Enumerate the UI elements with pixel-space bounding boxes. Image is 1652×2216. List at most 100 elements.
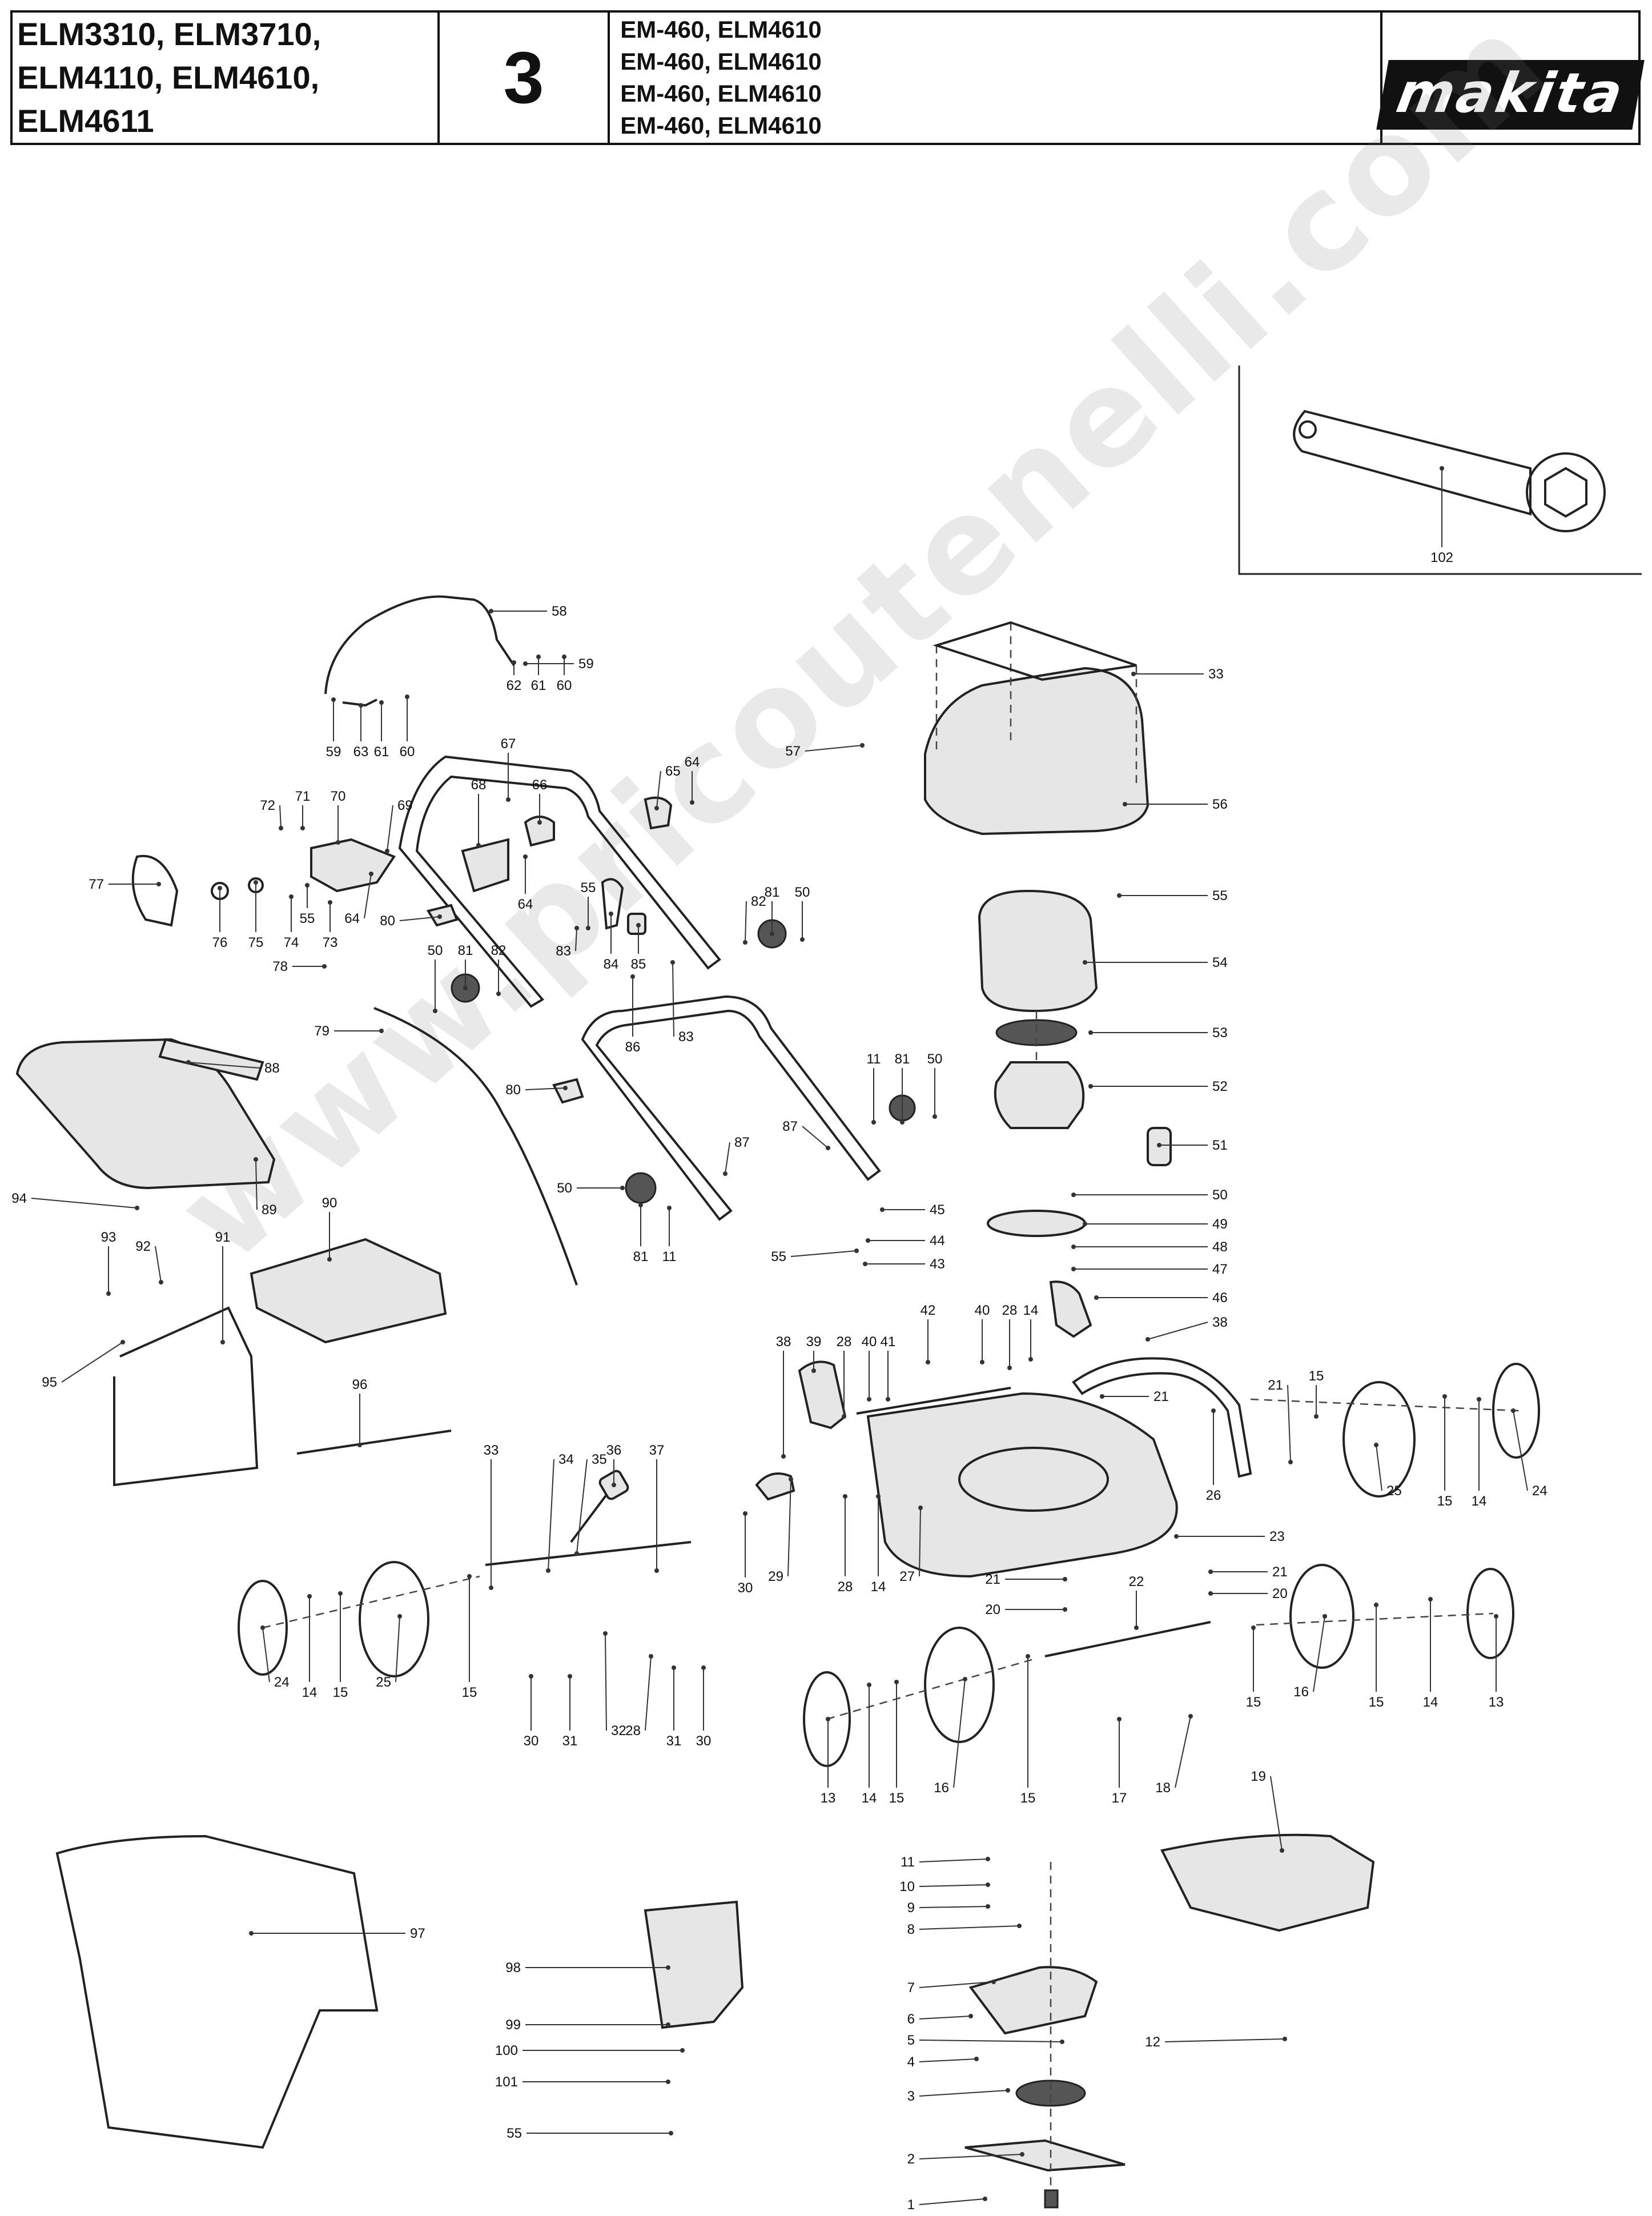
leader-line: [1147, 1322, 1208, 1340]
part-number-label: 69: [397, 798, 413, 813]
leader-dot: [529, 1674, 533, 1679]
leader-dot: [254, 1157, 258, 1162]
leader-dot: [680, 2048, 685, 2053]
variant-line-4: EM-460, ELM4610: [620, 112, 822, 139]
leader-dot: [1511, 1408, 1516, 1413]
leader-dot: [974, 2057, 979, 2061]
leader-dot: [886, 1397, 890, 1402]
part-number-label: 59: [326, 744, 341, 760]
part-number-label: 3: [907, 2089, 915, 2104]
leader-dot: [437, 914, 442, 919]
part-number-label: 27: [899, 1569, 915, 1584]
part-number-label: 8: [907, 1922, 915, 1937]
catcher-frame-91: [113, 1306, 259, 1487]
leader-dot: [770, 932, 774, 936]
leader-dot: [1288, 1460, 1293, 1464]
clamp-80-lower: [552, 1078, 584, 1104]
registered-mark: ®: [1610, 58, 1620, 73]
leader-dot: [843, 1494, 847, 1499]
leader-dot: [586, 926, 590, 930]
part-number-label: 17: [1112, 1791, 1127, 1806]
height-plate-46: [1049, 1280, 1092, 1338]
leader-dot: [1134, 1625, 1139, 1630]
part-number-label: 98: [505, 1960, 521, 1976]
part-number-label: 50: [795, 885, 810, 900]
leader-dot: [638, 1203, 643, 1207]
leader-dot: [536, 655, 541, 659]
part-number-label: 14: [1472, 1494, 1487, 1509]
leader-dot: [1026, 1654, 1030, 1659]
wheel-16-rear: [1289, 1564, 1354, 1669]
part-number-label: 21: [985, 1572, 1000, 1587]
part-number-label: 86: [625, 1039, 641, 1055]
part-number-label: 70: [331, 789, 346, 804]
leader-line: [919, 1507, 921, 1577]
part-number-label: 78: [272, 959, 288, 974]
leader-dot: [1020, 2152, 1024, 2157]
part-number-label: 81: [765, 885, 780, 900]
part-number-label: 101: [495, 2074, 518, 2090]
lever-29: [755, 1472, 795, 1501]
leader-dot: [603, 1631, 608, 1636]
leader-dot: [670, 960, 675, 965]
leader-dot: [546, 1568, 550, 1573]
leader-dot: [926, 1360, 930, 1364]
leader-dot: [743, 1511, 747, 1516]
leader-dot: [379, 1029, 384, 1033]
part-number-label: 33: [484, 1443, 499, 1458]
leader-dot: [1071, 1267, 1076, 1271]
motor-flange-49: [987, 1210, 1086, 1237]
leader-line: [188, 1062, 260, 1069]
leader-dot: [523, 661, 528, 666]
part-number-label: 15: [889, 1791, 905, 1806]
leader-line: [387, 805, 393, 852]
part-number-label: 5: [907, 2033, 915, 2048]
handle-grip-88: [158, 1038, 264, 1081]
leader-line: [525, 1087, 566, 1090]
leader-dot: [690, 800, 694, 805]
leader-dot: [220, 1340, 225, 1344]
leader-dot: [397, 1614, 402, 1619]
part-number-label: 74: [284, 935, 299, 950]
part-number-label: 48: [1212, 1239, 1228, 1255]
leader-dot: [669, 2131, 673, 2135]
leader-line: [548, 1459, 554, 1571]
fan-housing-54: [978, 889, 1098, 1013]
part-number-label: 79: [314, 1023, 329, 1039]
leader-dot: [463, 986, 468, 990]
leader-dot: [385, 849, 389, 853]
leader-line: [919, 1925, 1020, 1930]
leader-dot: [218, 886, 222, 890]
part-number-label: 43: [930, 1256, 945, 1272]
part-number-label: 80: [505, 1082, 521, 1098]
part-number-label: 15: [1309, 1368, 1324, 1384]
wrench-inset: [1238, 366, 1642, 575]
part-number-label: 15: [1246, 1695, 1261, 1710]
part-number-label: 28: [837, 1334, 852, 1350]
leader-dot: [666, 2022, 670, 2027]
part-number-label: 50: [428, 943, 443, 958]
leader-dot: [826, 1717, 830, 1721]
leader-dot: [1117, 893, 1122, 898]
part-number-label: 36: [606, 1443, 622, 1458]
leader-dot: [1007, 1366, 1012, 1370]
part-number-label: 76: [212, 935, 228, 950]
leader-line: [1287, 1384, 1291, 1463]
leader-line: [262, 1627, 270, 1683]
part-number-label: 20: [985, 1602, 1000, 1617]
part-number-label: 80: [380, 913, 395, 929]
leader-dot: [1157, 1143, 1161, 1147]
brand-logo: makita ®: [1376, 13, 1645, 143]
part-number-label: 72: [260, 798, 275, 813]
part-number-label: 11: [867, 1051, 881, 1067]
wrench-hole: [1299, 420, 1317, 439]
part-number-label: 55: [581, 880, 596, 896]
leader-dot: [106, 1291, 111, 1296]
leader-dot: [496, 991, 501, 996]
leader-line: [31, 1198, 138, 1209]
leader-dot: [1283, 2037, 1287, 2041]
part-number-label: 50: [927, 1051, 943, 1067]
part-number-label: 61: [374, 744, 389, 760]
